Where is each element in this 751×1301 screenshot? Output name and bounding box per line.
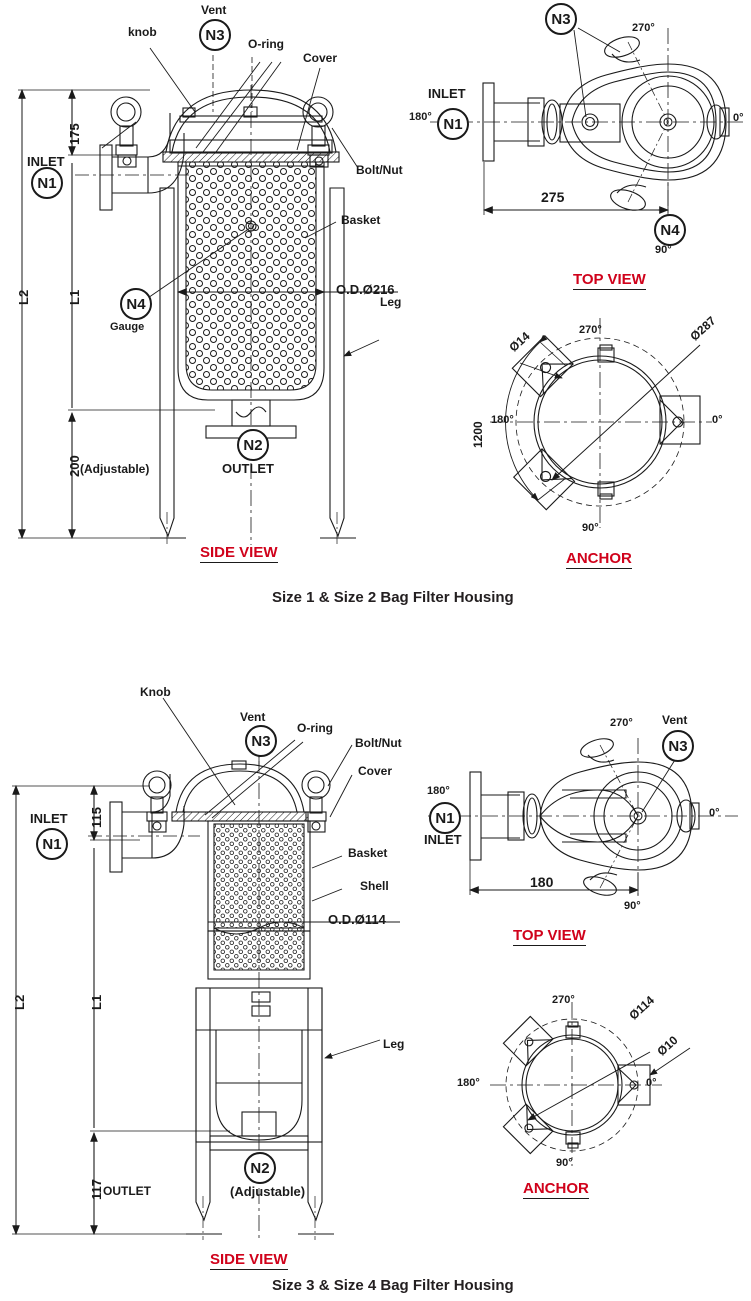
vent-label-2: Vent (240, 710, 266, 724)
angle-0-top-1: 0° (733, 112, 744, 124)
nozzle-n4-side-1: N4 (120, 288, 152, 320)
gauge-label: Gauge (110, 321, 145, 333)
nozzle-n4-top-1: N4 (654, 214, 686, 246)
angle-270-anchor-2: 270° (552, 994, 575, 1006)
adjustable-label-1: (Adjustable) (80, 462, 150, 476)
top-view-title-1: TOP VIEW (573, 271, 646, 290)
dim-L2-2: L2 (12, 994, 27, 1010)
nozzle-n1-top-2: N1 (429, 802, 461, 834)
dim-180: 180 (530, 874, 554, 890)
angle-270-top-2: 270° (610, 717, 633, 729)
oring-label-2: O-ring (297, 721, 333, 735)
nozzle-n1-top-1: N1 (437, 108, 469, 140)
dim-L1-2: L1 (89, 994, 104, 1010)
leg-label-2: Leg (383, 1037, 405, 1051)
top-view-title-2: TOP VIEW (513, 927, 586, 946)
angle-180-anchor-2: 180° (457, 1077, 480, 1089)
outlet-label-side-2: (Adjustable) (230, 1184, 306, 1199)
angle-180-anchor-1: 180° (491, 414, 514, 426)
anchor-view-title-1: ANCHOR (566, 550, 632, 569)
basket-label-2: Basket (348, 846, 388, 860)
dim-L1-1: L1 (67, 289, 82, 305)
od-dim-114: O.D.Ø114 (328, 912, 386, 927)
angle-90-top-2: 90° (624, 900, 641, 912)
angle-0-anchor-2: 0° (646, 1077, 657, 1089)
boltnut-label-2: Bolt/Nut (355, 736, 402, 750)
angle-180-top-1: 180° (409, 111, 432, 123)
side-view-title-2: SIDE VIEW (210, 1251, 288, 1270)
angle-180-top-2: 180° (427, 785, 450, 797)
angle-0-top-2: 0° (709, 807, 720, 819)
dim-1200: 1200 (471, 421, 485, 448)
cover-label-2: Cover (358, 764, 393, 778)
inlet-label-top-1: INLET (428, 86, 466, 101)
side-view-title-1: SIDE VIEW (200, 544, 278, 563)
dim-117: 117 (89, 1179, 104, 1200)
angle-90-anchor-1: 90° (582, 522, 599, 534)
inlet-label-side-1: INLET (27, 154, 65, 169)
nozzle-n1-side-1: N1 (31, 167, 63, 199)
dim-175: 175 (67, 123, 82, 145)
nozzle-n1-side-2: N1 (36, 828, 68, 860)
angle-270-anchor-1: 270° (579, 324, 602, 336)
angle-90-top-1: 90° (655, 244, 672, 256)
knob-label-2: Knob (140, 685, 171, 699)
oring-label: O-ring (248, 37, 284, 51)
figure-1-caption: Size 1 & Size 2 Bag Filter Housing (272, 589, 514, 606)
leg-label: Leg (380, 295, 402, 309)
angle-0-anchor-1: 0° (712, 414, 723, 426)
anchor-view-title-2: ANCHOR (523, 1180, 589, 1199)
outlet-label-side-1: OUTLET (222, 461, 274, 476)
basket-label: Basket (341, 213, 381, 227)
angle-90-anchor-2: 90° (556, 1157, 573, 1169)
od-dim-216: O.D.Ø216 (336, 282, 395, 297)
nozzle-n3-side-2: N3 (245, 725, 277, 757)
knob-label: knob (128, 25, 157, 39)
nozzle-n2-side-2: N2 (244, 1152, 276, 1184)
cover-label: Cover (303, 51, 338, 65)
adjustable-label-2: OUTLET (103, 1184, 151, 1198)
inlet-label-top-2: INLET (424, 832, 462, 847)
vent-label-top-2: Vent (662, 713, 688, 727)
vent-label: Vent (201, 3, 227, 17)
nozzle-n3-top-1: N3 (545, 3, 577, 35)
figure-2-caption: Size 3 & Size 4 Bag Filter Housing (272, 1277, 514, 1294)
dim-L2-1: L2 (16, 289, 31, 305)
angle-270-top-1: 270° (632, 22, 655, 34)
nozzle-n3-top-2: N3 (662, 730, 694, 762)
dim-115: 115 (89, 807, 104, 828)
nozzle-n3-side-1: N3 (199, 19, 231, 51)
nozzle-n2-side-1: N2 (237, 429, 269, 461)
dim-275: 275 (541, 189, 565, 205)
boltnut-label: Bolt/Nut (356, 163, 403, 177)
shell-label-2: Shell (360, 879, 389, 893)
inlet-label-side-2: INLET (30, 811, 68, 826)
dim-200: 200 (67, 455, 82, 477)
